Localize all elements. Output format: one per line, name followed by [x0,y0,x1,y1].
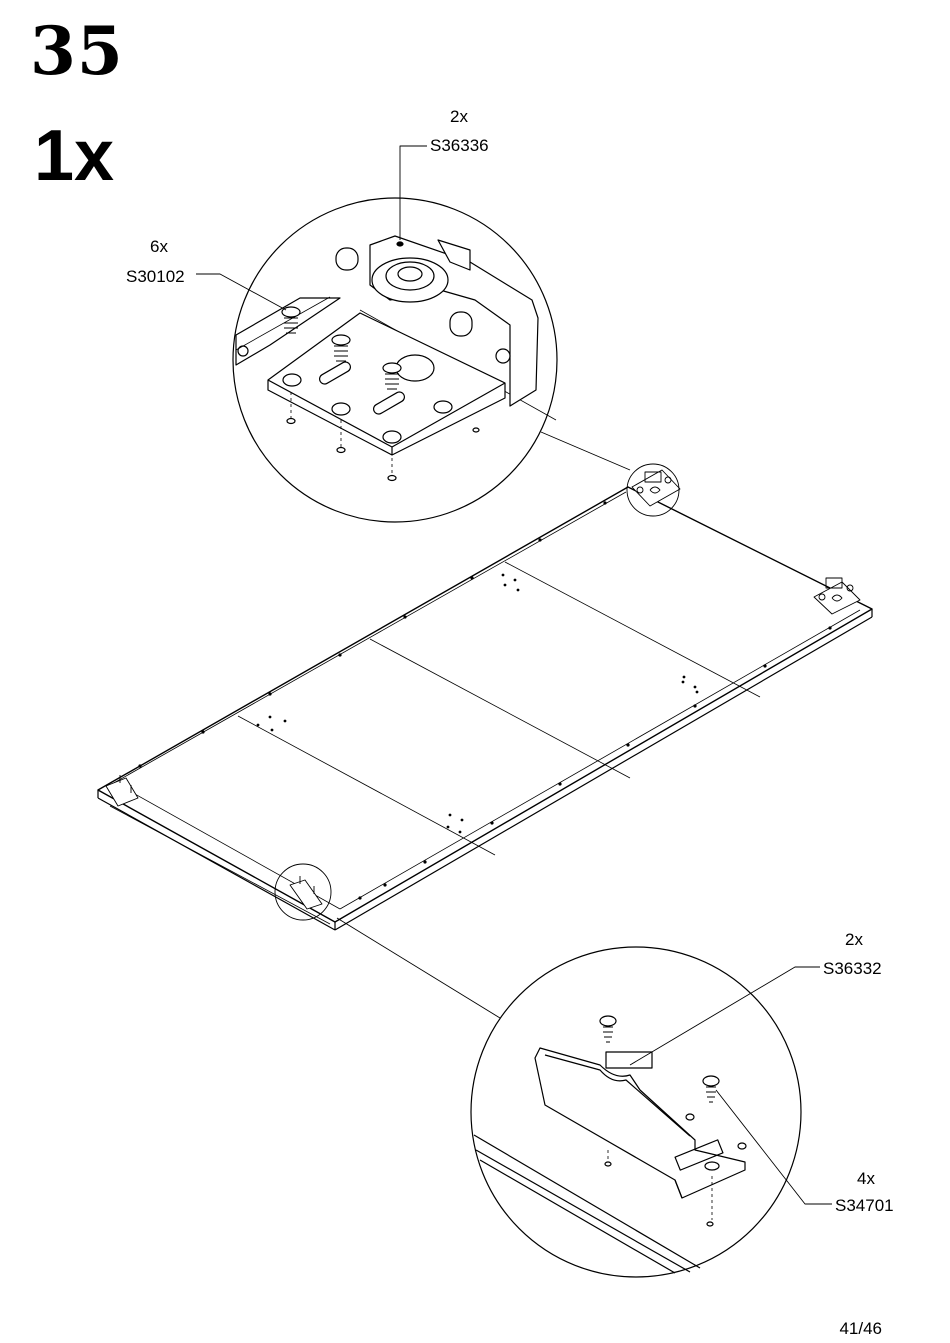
leader-s36332 [630,967,820,1065]
main-panel [98,487,872,930]
leader-s36336 [400,146,427,240]
bracket-detail-bottom [474,1016,746,1273]
leader-s30102 [196,274,286,310]
leader-s34701 [716,1090,832,1204]
detail-leader-bottom [337,918,500,1018]
detail-leader-top [541,432,630,470]
hinge-detail-top [236,236,556,481]
